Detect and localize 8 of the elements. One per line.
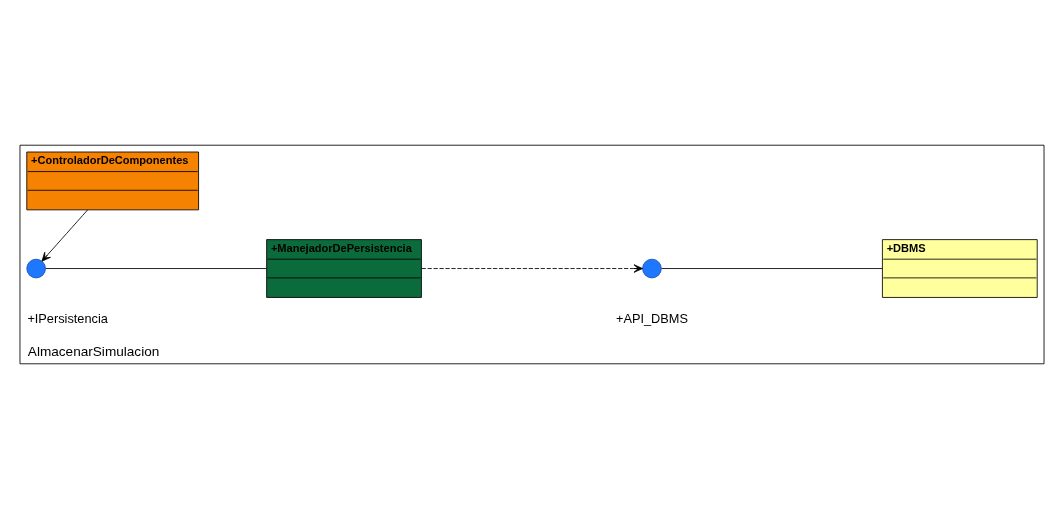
connector <box>45 267 267 269</box>
node-circle <box>642 258 662 278</box>
arrow <box>41 209 89 262</box>
arrow <box>421 263 643 273</box>
node-label: +API_DBMS <box>615 310 688 326</box>
connector <box>661 267 883 269</box>
node-circle <box>26 258 46 278</box>
node-label: +IPersistencia <box>27 310 108 326</box>
